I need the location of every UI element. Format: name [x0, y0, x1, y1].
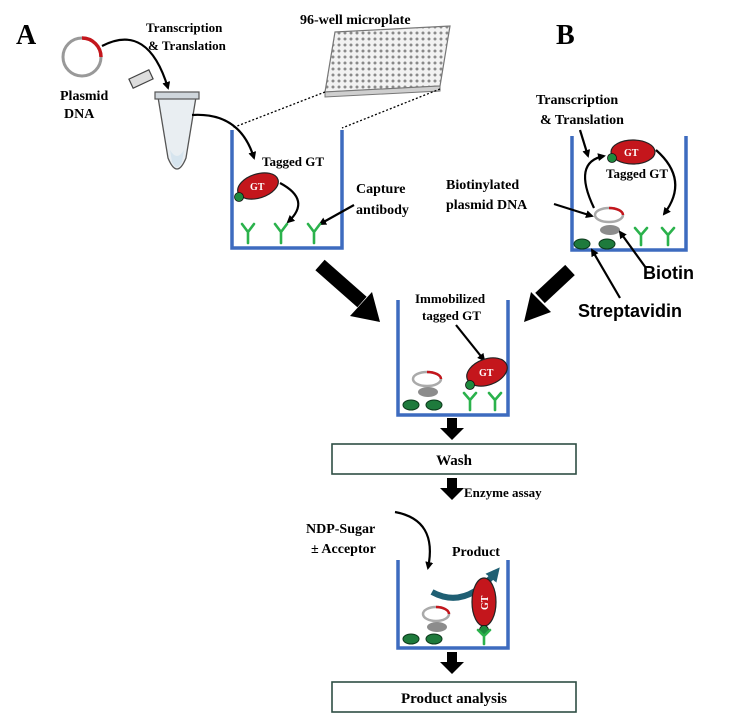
plasmid-a: [61, 36, 103, 78]
streptavidin-b: [573, 238, 616, 250]
biotinylated-pointer: [553, 202, 594, 219]
microplate-label: 96-well microplate: [300, 13, 411, 28]
ndp-label-line2: ± Acceptor: [311, 542, 376, 557]
tt-b-line2: & Translation: [540, 113, 624, 128]
tagged-gt-b-label: Tagged GT: [606, 166, 668, 181]
microcentrifuge-tube: [128, 69, 200, 170]
big-arrow-right: [524, 264, 575, 322]
arrow-plasmid-to-tube: [101, 38, 171, 90]
well-product: [396, 560, 510, 650]
gt-text-middle: GT: [479, 368, 494, 379]
biotinylated-label-line2: plasmid DNA: [446, 198, 528, 213]
capture-antibody-product: [476, 628, 492, 646]
capture-label-line1: Capture: [356, 182, 406, 197]
streptavidin-middle: [402, 399, 443, 411]
capture-pointer: [318, 204, 355, 225]
wash-box: [331, 443, 577, 475]
biotinylated-plasmid-middle: [411, 370, 443, 397]
arrow-ndp-into-well: [394, 510, 434, 570]
arrow-plasmid-to-gt-b: [584, 153, 606, 209]
microplate: [324, 25, 451, 98]
product-arrow: [430, 567, 500, 601]
immobilized-label-line1: Immobilized: [415, 291, 486, 306]
capture-label-line2: antibody: [356, 203, 409, 218]
biotinylated-plasmid-b: [593, 206, 625, 235]
arrow-gt-to-antibody-a: [279, 182, 300, 224]
capture-antibodies-middle: [462, 391, 503, 412]
big-arrow-left: [315, 259, 380, 322]
capture-antibodies-b: [633, 226, 676, 247]
panel-label-b: B: [556, 20, 575, 51]
streptavidin-product: [402, 633, 443, 645]
wash-label: Wash: [436, 453, 473, 469]
tt-b-line1: Transcription: [536, 93, 618, 108]
analysis-label: Product analysis: [401, 691, 507, 707]
gt-text-a: GT: [250, 182, 265, 193]
well-b: [570, 136, 688, 252]
streptavidin-label: Streptavidin: [578, 301, 682, 321]
gt-text-product: GT: [480, 595, 491, 610]
tt-b-pointer: [578, 129, 591, 158]
down-arrow-to-analysis: [440, 652, 464, 674]
gt-enzyme-a: GT: [234, 172, 279, 202]
biotinylated-plasmid-product: [421, 605, 451, 632]
gt-enzyme-b: GT: [607, 139, 656, 165]
down-arrow-to-wash: [440, 418, 464, 440]
biotin-pointer: [618, 230, 647, 269]
capture-antibodies-a: [240, 222, 322, 245]
tt-a-line1: Transcription: [146, 20, 223, 35]
well-a: [230, 130, 344, 250]
down-arrow-enzyme-assay: [440, 478, 464, 500]
product-label: Product: [452, 545, 500, 560]
immobilized-pointer: [455, 324, 486, 362]
zoom-line-right: [341, 88, 441, 129]
panel-label-a: A: [16, 20, 37, 51]
arrow-tube-to-well-a: [191, 113, 257, 160]
gt-enzyme-middle: GT: [465, 357, 508, 390]
gt-enzyme-product: GT: [471, 577, 497, 635]
ndp-label-line1: NDP-Sugar: [306, 522, 375, 537]
biotin-label: Biotin: [643, 263, 694, 283]
well-middle: [396, 300, 510, 417]
zoom-line-left: [231, 91, 326, 129]
plasmid-label-line2: DNA: [64, 107, 95, 122]
enzyme-assay-label: Enzyme assay: [464, 485, 542, 500]
tagged-gt-a-label: Tagged GT: [262, 154, 324, 169]
analysis-box: [331, 681, 577, 713]
streptavidin-pointer: [590, 248, 621, 299]
gt-text-b: GT: [624, 148, 639, 159]
biotinylated-label-line1: Biotinylated: [446, 178, 519, 193]
tt-a-line2: & Translation: [148, 38, 227, 53]
arrow-gt-to-antibody-b: [655, 149, 677, 216]
immobilized-label-line2: tagged GT: [422, 308, 481, 323]
plasmid-label-line1: Plasmid: [60, 89, 108, 104]
